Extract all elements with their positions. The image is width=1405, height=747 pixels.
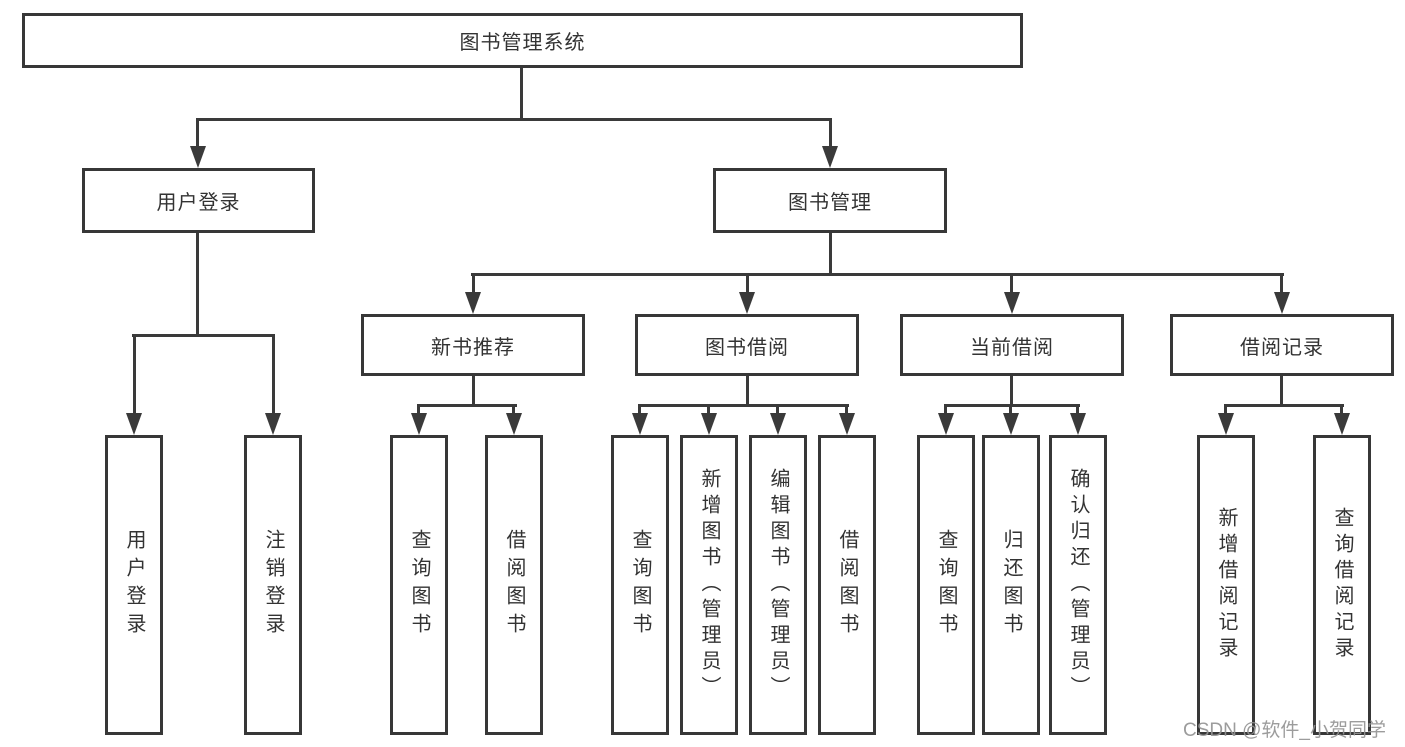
node-new-book-recommend: 新书推荐 [361, 314, 585, 376]
node-leaf-user-login: 用户登录 [105, 435, 163, 735]
node-label: 借阅图书 [503, 529, 525, 641]
connector-drop-leaf [512, 406, 515, 416]
node-leaf-query-borrow-record: 查询借阅记录 [1313, 435, 1371, 735]
arrowhead-down-icon [265, 413, 281, 435]
node-label: 借阅图书 [836, 529, 858, 641]
node-borrow-records: 借阅记录 [1170, 314, 1394, 376]
node-label: 查询图书 [935, 529, 957, 641]
node-label: 查询图书 [408, 529, 430, 641]
node-label: 注销登录 [262, 529, 284, 641]
connector-borrowing-stem [746, 376, 749, 407]
connector-management-rail [471, 273, 1284, 276]
node-leaf-logout: 注销登录 [244, 435, 302, 735]
connector-drop-leaf [133, 336, 136, 416]
node-label: 查询借阅记录 [1331, 507, 1353, 663]
connector-drop-leaf [1009, 406, 1012, 416]
node-label: 新书推荐 [431, 336, 515, 359]
node-leaf-borrowing-query-books: 查询图书 [611, 435, 669, 735]
node-book-borrowing: 图书借阅 [635, 314, 859, 376]
node-leaf-add-borrow-record: 新增借阅记录 [1197, 435, 1255, 735]
node-label: 用户登录 [156, 192, 241, 214]
connector-drop-records [1280, 275, 1283, 295]
connector-drop-leaf [272, 336, 275, 416]
connector-drop-borrowing [746, 275, 749, 295]
connector-drop-user-login [196, 118, 199, 150]
connector-records-stem [1280, 376, 1283, 407]
arrowhead-down-icon [126, 413, 142, 435]
arrowhead-down-icon [1003, 413, 1019, 435]
connector-login-stem [196, 233, 199, 337]
connector-root-stem [520, 68, 523, 121]
connector-drop-leaf [1340, 406, 1343, 416]
connector-current-rail [944, 404, 1080, 407]
node-label: 新增借阅记录 [1215, 507, 1237, 663]
connector-drop-leaf [417, 406, 420, 416]
arrowhead-down-icon [701, 413, 717, 435]
arrowhead-down-icon [632, 413, 648, 435]
connector-drop-leaf [638, 406, 641, 416]
connector-recommend-rail [417, 404, 517, 407]
connector-management-stem [829, 233, 832, 276]
arrowhead-down-icon [1274, 292, 1290, 314]
arrowhead-down-icon [822, 146, 838, 168]
node-leaf-edit-books-admin: 编辑图书（管理员） [749, 435, 807, 735]
connector-root-rail [197, 118, 832, 121]
connector-drop-current [1010, 275, 1013, 295]
arrowhead-down-icon [411, 413, 427, 435]
arrowhead-down-icon [739, 292, 755, 314]
node-leaf-return-books: 归还图书 [982, 435, 1040, 735]
connector-borrowing-rail [638, 404, 849, 407]
node-leaf-confirm-return-admin: 确认归还（管理员） [1049, 435, 1107, 735]
node-label: 查询图书 [629, 529, 651, 641]
connector-drop-leaf [776, 406, 779, 416]
connector-login-rail [132, 334, 275, 337]
arrowhead-down-icon [506, 413, 522, 435]
connector-drop-book-management [829, 118, 832, 150]
node-user-login: 用户登录 [82, 168, 315, 233]
node-leaf-add-books-admin: 新增图书（管理员） [680, 435, 738, 735]
arrowhead-down-icon [1334, 413, 1350, 435]
node-leaf-current-query-books: 查询图书 [917, 435, 975, 735]
arrowhead-down-icon [465, 292, 481, 314]
node-label: 编辑图书（管理员） [767, 468, 789, 702]
node-leaf-recommend-borrow-books: 借阅图书 [485, 435, 543, 735]
node-label: 归还图书 [1000, 529, 1022, 641]
arrowhead-down-icon [1070, 413, 1086, 435]
arrowhead-down-icon [770, 413, 786, 435]
connector-drop-leaf [1224, 406, 1227, 416]
csdn-watermark: CSDN @软件_小贺同学 [1183, 720, 1386, 741]
node-label: 图书借阅 [705, 336, 789, 359]
node-leaf-borrowing-borrow-books: 借阅图书 [818, 435, 876, 735]
node-label: 图书管理系统 [459, 32, 586, 54]
node-label: 新增图书（管理员） [698, 468, 720, 702]
node-current-borrowing: 当前借阅 [900, 314, 1124, 376]
connector-drop-leaf [845, 406, 848, 416]
connector-drop-leaf [944, 406, 947, 416]
arrowhead-down-icon [1218, 413, 1234, 435]
connector-drop-leaf [707, 406, 710, 416]
node-book-management: 图书管理 [713, 168, 947, 233]
node-label: 用户登录 [123, 529, 145, 641]
node-leaf-recommend-query-books: 查询图书 [390, 435, 448, 735]
node-label: 确认归还（管理员） [1067, 468, 1089, 702]
node-label: 借阅记录 [1240, 336, 1324, 359]
node-label: 图书管理 [788, 192, 872, 214]
connector-drop-leaf [1076, 406, 1079, 416]
connector-drop-recommend [472, 275, 475, 295]
connector-current-stem [1010, 376, 1013, 407]
node-label: 当前借阅 [970, 336, 1054, 359]
connector-records-rail [1224, 404, 1344, 407]
arrowhead-down-icon [938, 413, 954, 435]
arrowhead-down-icon [839, 413, 855, 435]
arrowhead-down-icon [1004, 292, 1020, 314]
connector-recommend-stem [472, 376, 475, 407]
arrowhead-down-icon [190, 146, 206, 168]
node-library-management-system: 图书管理系统 [22, 13, 1023, 68]
